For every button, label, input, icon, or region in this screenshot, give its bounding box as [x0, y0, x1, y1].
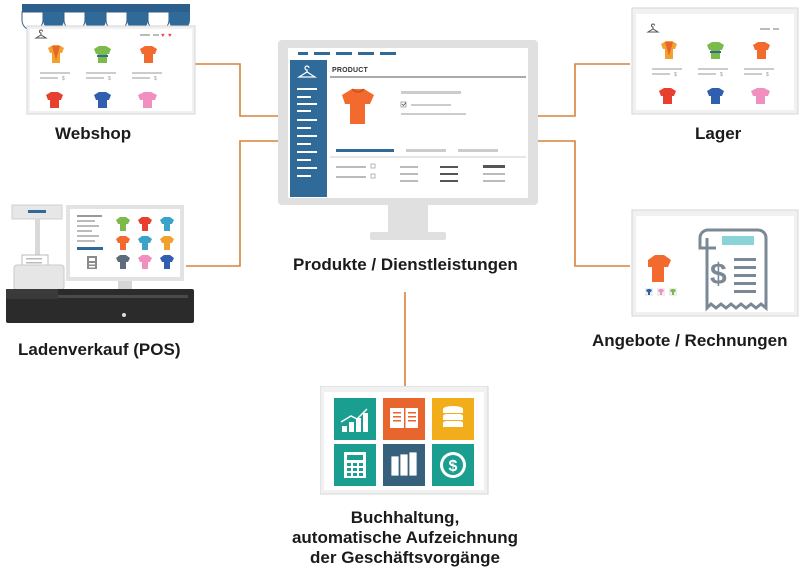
calculator-icon	[334, 444, 376, 486]
buchhaltung-label-line-1: Buchhaltung,	[350, 508, 460, 527]
shirt-icon	[661, 41, 770, 59]
connector-lager	[535, 63, 630, 117]
shirt-icon	[94, 92, 111, 108]
center-monitor	[278, 40, 538, 240]
checkbox-icon	[370, 173, 376, 179]
dollar-coin-icon: $	[432, 444, 474, 486]
shirt-icon	[342, 88, 374, 124]
shirt-icon	[94, 46, 111, 63]
shirt-icon	[116, 217, 174, 269]
buchhaltung-label-line-3: der Geschäftsvorgänge	[310, 548, 500, 567]
svg-text:$: $	[449, 458, 458, 475]
angebote-illustration: $	[631, 209, 799, 317]
connector-pos	[186, 140, 282, 267]
svg-text:$: $	[766, 72, 769, 78]
webshop-label: Webshop	[55, 124, 132, 143]
shirt-icon	[138, 92, 157, 108]
coins-icon	[432, 398, 474, 440]
connector-angebote	[535, 140, 630, 267]
receipt-icon	[698, 228, 768, 312]
hanger-icon	[646, 23, 660, 33]
hanger-icon	[296, 65, 318, 78]
svg-text:$: $	[108, 76, 111, 82]
shirt-icon	[659, 88, 770, 104]
ledger-icon	[383, 398, 425, 440]
shirt-icon	[648, 255, 671, 282]
svg-text:♥: ♥	[168, 33, 172, 39]
lager-label: Lager	[695, 124, 742, 143]
buchhaltung-illustration: $	[320, 386, 489, 495]
pos-label: Ladenverkauf (POS)	[18, 340, 181, 359]
svg-text:$: $	[674, 72, 677, 78]
svg-text:$: $	[62, 76, 65, 82]
svg-text:$: $	[710, 258, 727, 291]
svg-text:$: $	[154, 76, 157, 82]
chart-icon	[334, 398, 376, 440]
cash-register-icon	[13, 254, 65, 291]
connector-webshop	[195, 63, 282, 117]
angebote-label: Angebote / Rechnungen	[592, 331, 788, 350]
checkbox-icon	[400, 101, 407, 108]
buchhaltung-label-line-2: automatische Aufzeichnung	[291, 528, 519, 547]
hanger-icon	[34, 29, 48, 39]
svg-text:♥: ♥	[161, 33, 165, 39]
banknotes-icon	[383, 444, 425, 486]
webshop-illustration: ♥ ♥ $ $ $	[21, 4, 196, 115]
lager-illustration: $ $ $	[631, 7, 799, 115]
shirt-icon	[48, 45, 64, 63]
shirt-icon	[46, 92, 63, 108]
checkbox-icon	[370, 163, 376, 169]
dollar-coin-icon: $	[710, 258, 727, 291]
pos-illustration	[6, 204, 194, 323]
buchhaltung-label: Buchhaltung, automatische Aufzeichnung d…	[250, 508, 560, 568]
calculator-icon	[87, 256, 97, 269]
center-label: Produkte / Dienstleistungen	[293, 255, 518, 274]
screen-header: PRODUCT	[332, 67, 369, 74]
shirt-icon	[140, 46, 157, 63]
svg-text:$: $	[720, 72, 723, 78]
